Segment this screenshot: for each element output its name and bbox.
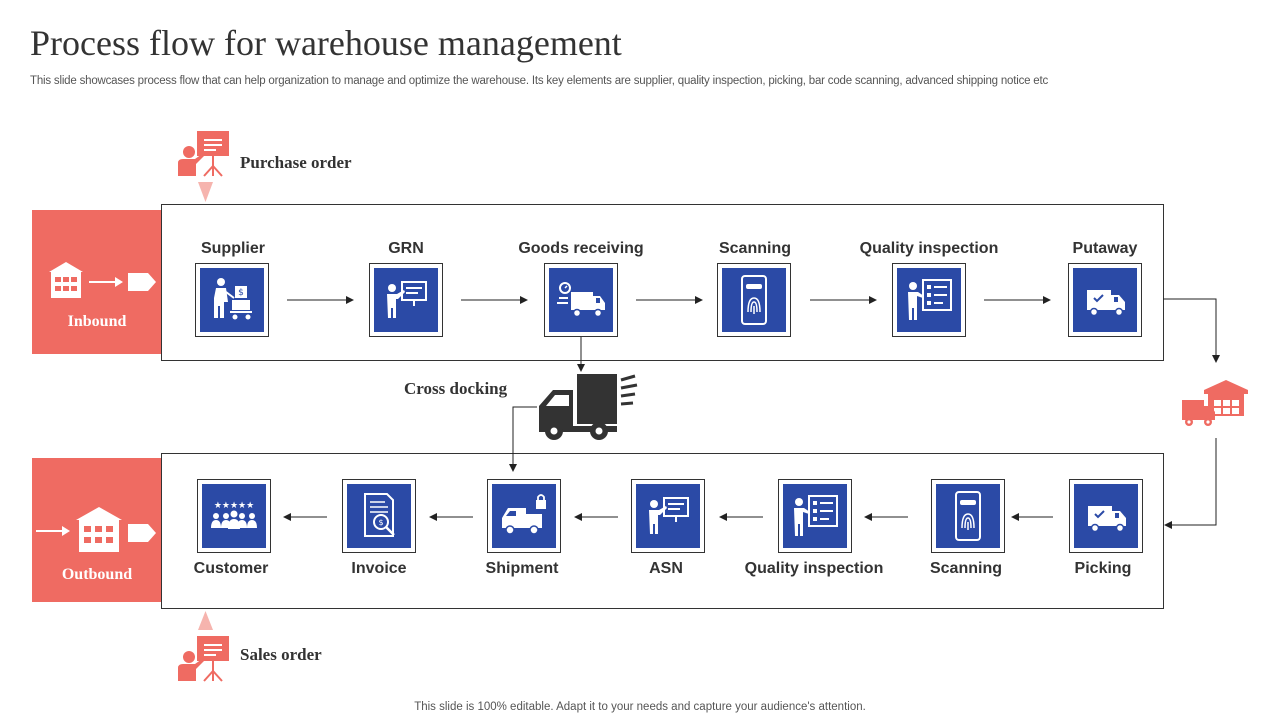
inspection-board-icon xyxy=(794,495,838,536)
fingerprint-phone-icon xyxy=(955,491,981,541)
svg-text:$: $ xyxy=(378,518,383,527)
warehouse-delivery-icon xyxy=(1180,378,1250,428)
svg-text:★★★★★: ★★★★★ xyxy=(214,501,254,511)
step-asn xyxy=(631,479,705,553)
step-label-putaway: Putaway xyxy=(1072,240,1138,257)
presenter-board-icon xyxy=(649,497,689,534)
step-invoice: $ xyxy=(342,479,416,553)
step-picking xyxy=(1069,479,1143,553)
supplier-cart-icon: $ xyxy=(214,278,252,320)
step-scanning-out xyxy=(931,479,1005,553)
inbound-label: Inbound xyxy=(67,313,127,330)
outbound-block: Outbound xyxy=(32,458,162,602)
warehouse-inbound-icon xyxy=(49,262,156,298)
step-label-picking: Picking xyxy=(1074,560,1132,577)
invoice-icon: $ xyxy=(364,493,395,537)
cross-docking-label: Cross docking xyxy=(404,379,508,398)
step-label-goods-receiving: Goods receiving xyxy=(518,240,644,257)
step-label-quality-inspection-in: Quality inspection xyxy=(859,240,999,257)
step-label-grn: GRN xyxy=(388,240,424,257)
delivery-truck-icon xyxy=(557,282,605,318)
page-title: Process flow for warehouse management xyxy=(30,23,622,63)
sales-order-label: Sales order xyxy=(240,645,322,664)
fingerprint-phone-icon xyxy=(741,275,767,325)
inbound-flow-panel xyxy=(161,204,1164,361)
page-subtitle: This slide showcases process flow that c… xyxy=(30,75,1049,87)
step-supplier: $ xyxy=(195,263,269,337)
step-grn xyxy=(369,263,443,337)
checked-truck-icon xyxy=(1088,506,1126,533)
step-label-shipment: Shipment xyxy=(485,560,559,577)
step-putaway xyxy=(1068,263,1142,337)
purchase-order-icon xyxy=(176,130,232,202)
step-label-quality-inspection-out: Quality inspection xyxy=(744,560,884,577)
footer-note: This slide is 100% editable. Adapt it to… xyxy=(414,701,866,713)
sales-order-icon xyxy=(176,610,232,684)
presenter-board-icon xyxy=(387,281,427,318)
step-label-asn: ASN xyxy=(649,560,683,577)
step-label-scanning: Scanning xyxy=(718,240,791,257)
outbound-label: Outbound xyxy=(61,566,133,583)
step-goods-receiving xyxy=(544,263,618,337)
locked-van-icon xyxy=(502,494,546,535)
step-label-supplier: Supplier xyxy=(200,240,265,257)
warehouse-outbound-icon xyxy=(36,507,156,552)
inspection-board-icon xyxy=(908,279,952,320)
step-quality-inspection-in xyxy=(892,263,966,337)
step-customer: ★★★★★ xyxy=(197,479,271,553)
step-label-invoice: Invoice xyxy=(351,560,407,577)
customer-rating-icon: ★★★★★ xyxy=(211,501,257,529)
svg-text:$: $ xyxy=(238,288,244,298)
cross-docking-truck-icon xyxy=(535,372,639,442)
step-scanning xyxy=(717,263,791,337)
step-label-scanning-out: Scanning xyxy=(929,560,1002,577)
inbound-block: Inbound xyxy=(32,210,162,354)
step-quality-inspection-out xyxy=(778,479,852,553)
step-label-customer: Customer xyxy=(193,560,269,577)
checked-truck-icon xyxy=(1087,290,1125,317)
step-shipment xyxy=(487,479,561,553)
purchase-order-label: Purchase order xyxy=(240,153,352,172)
